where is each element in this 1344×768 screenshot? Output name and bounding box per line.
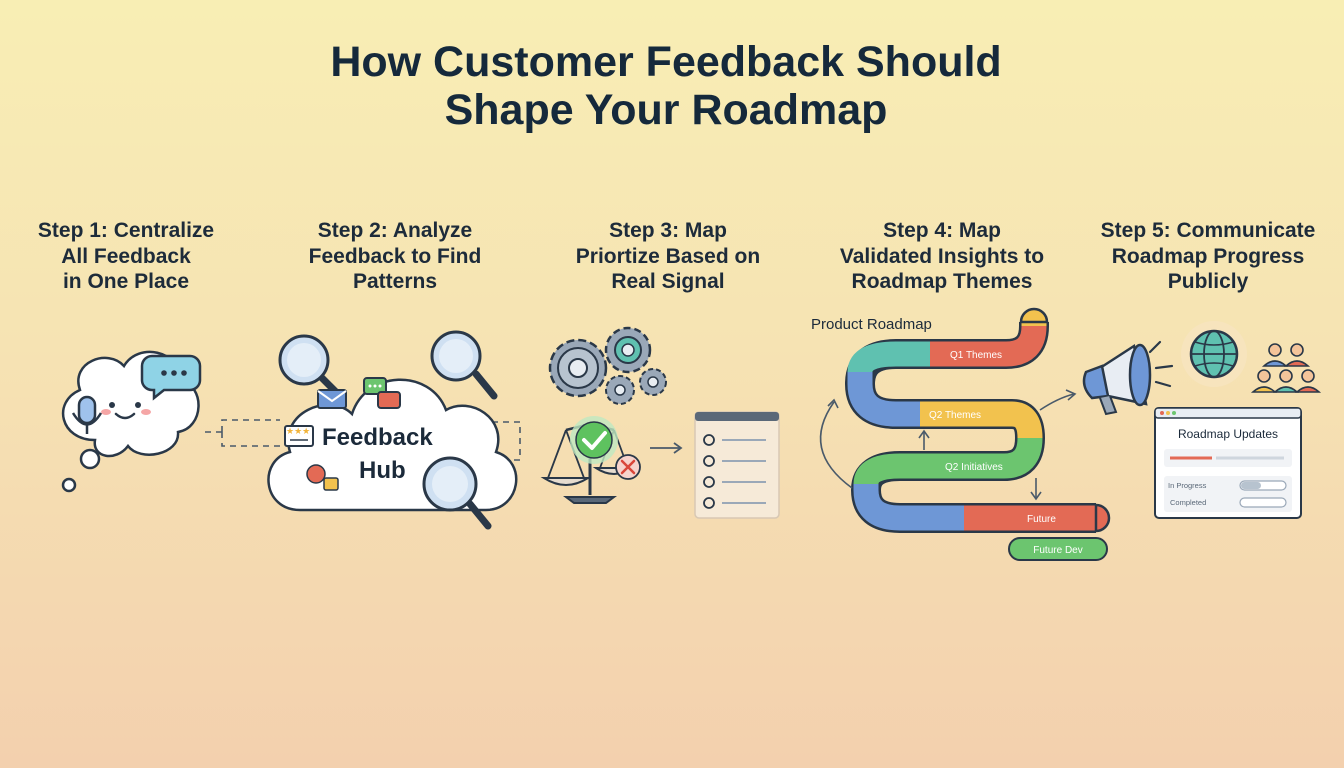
check-badge-icon xyxy=(570,416,618,464)
magnifier-icon xyxy=(430,330,498,400)
checklist-icon xyxy=(694,411,780,519)
title-line-2: Shape Your Roadmap xyxy=(444,86,888,134)
step-2-line-3: Patterns xyxy=(352,270,438,293)
cross-badge-icon xyxy=(615,454,641,480)
roadmap-future-label: Future xyxy=(1027,514,1056,525)
roadmap-end-caps-icon xyxy=(1019,307,1111,533)
microphone-icon xyxy=(71,395,103,434)
roadmap-q1-label: Q1 Themes xyxy=(950,350,1002,361)
step-3-line-3: Real Signal xyxy=(611,270,725,293)
step-5-line-2: Roadmap Progress xyxy=(1111,244,1305,268)
magnifier-icon xyxy=(422,456,492,530)
globe-icon xyxy=(1181,321,1247,387)
future-dev-label: Future Dev xyxy=(1033,545,1082,556)
step-2-line-2: Feedback to Find xyxy=(308,244,482,268)
step-4-line-3: Roadmap Themes xyxy=(851,270,1033,293)
step-4-line-2: Validated Insights to xyxy=(839,244,1045,268)
step-4-line-1: Step 4: Map xyxy=(883,219,1001,242)
roadmap-q2-initiatives-label: Q2 Initiatives xyxy=(945,462,1003,473)
megaphone-icon xyxy=(1082,340,1174,416)
step-1-line-2: All Feedback xyxy=(61,244,191,268)
roadmap-updates-card: Roadmap Updates In Progress Completed xyxy=(1154,407,1302,519)
like-badge-icon xyxy=(306,464,339,491)
chat-icon xyxy=(363,377,401,409)
roadmap-arrows-icon xyxy=(819,389,1077,501)
gear-icon xyxy=(548,338,608,398)
updates-in-progress-label: In Progress xyxy=(1168,481,1207,490)
updates-completed-label: Completed xyxy=(1170,498,1206,507)
step-1-heading: Step 1: Centralize All Feedback in One P… xyxy=(6,218,246,295)
gear-icon xyxy=(639,368,667,396)
step-2-line-1: Step 2: Analyze xyxy=(317,219,473,242)
gear-icon xyxy=(605,375,635,405)
step-1-line-3: in One Place xyxy=(62,270,190,293)
page-title: How Customer Feedback Should Shape Your … xyxy=(0,38,1332,134)
hub-label-line-1: Feedback xyxy=(322,424,433,451)
chat-bubble-icon xyxy=(140,354,202,401)
future-dev-pill: Future Dev xyxy=(1008,537,1108,561)
svg-text:★★★: ★★★ xyxy=(286,426,310,436)
step-5-line-3: Publicly xyxy=(1167,270,1249,293)
step-2-heading: Step 2: Analyze Feedback to Find Pattern… xyxy=(275,218,515,295)
envelope-icon xyxy=(317,389,347,409)
updates-title: Roadmap Updates xyxy=(1178,427,1278,441)
arrow-icon xyxy=(650,442,683,454)
step-3-line-2: Priortize Based on xyxy=(575,244,761,268)
hub-label-line-2: Hub xyxy=(359,457,406,484)
step-5-line-1: Step 5: Communicate xyxy=(1100,219,1316,242)
gear-icon xyxy=(604,326,652,374)
step-4-heading: Step 4: Map Validated Insights to Roadma… xyxy=(822,218,1062,295)
roadmap-q2-label: Q2 Themes xyxy=(929,410,981,421)
title-line-1: How Customer Feedback Should xyxy=(330,38,1002,86)
step-1-line-1: Step 1: Centralize xyxy=(37,219,215,242)
people-icon xyxy=(1250,343,1322,393)
step-3-heading: Step 3: Map Priortize Based on Real Sign… xyxy=(548,218,788,295)
rating-card-icon: ★★★ xyxy=(284,425,314,447)
roadmap-path-icon xyxy=(844,322,1096,533)
step-3-line-1: Step 3: Map xyxy=(609,219,727,242)
step-5-heading: Step 5: Communicate Roadmap Progress Pub… xyxy=(1088,218,1328,295)
roadmap-title: Product Roadmap xyxy=(811,316,932,333)
magnifier-icon xyxy=(278,334,346,402)
